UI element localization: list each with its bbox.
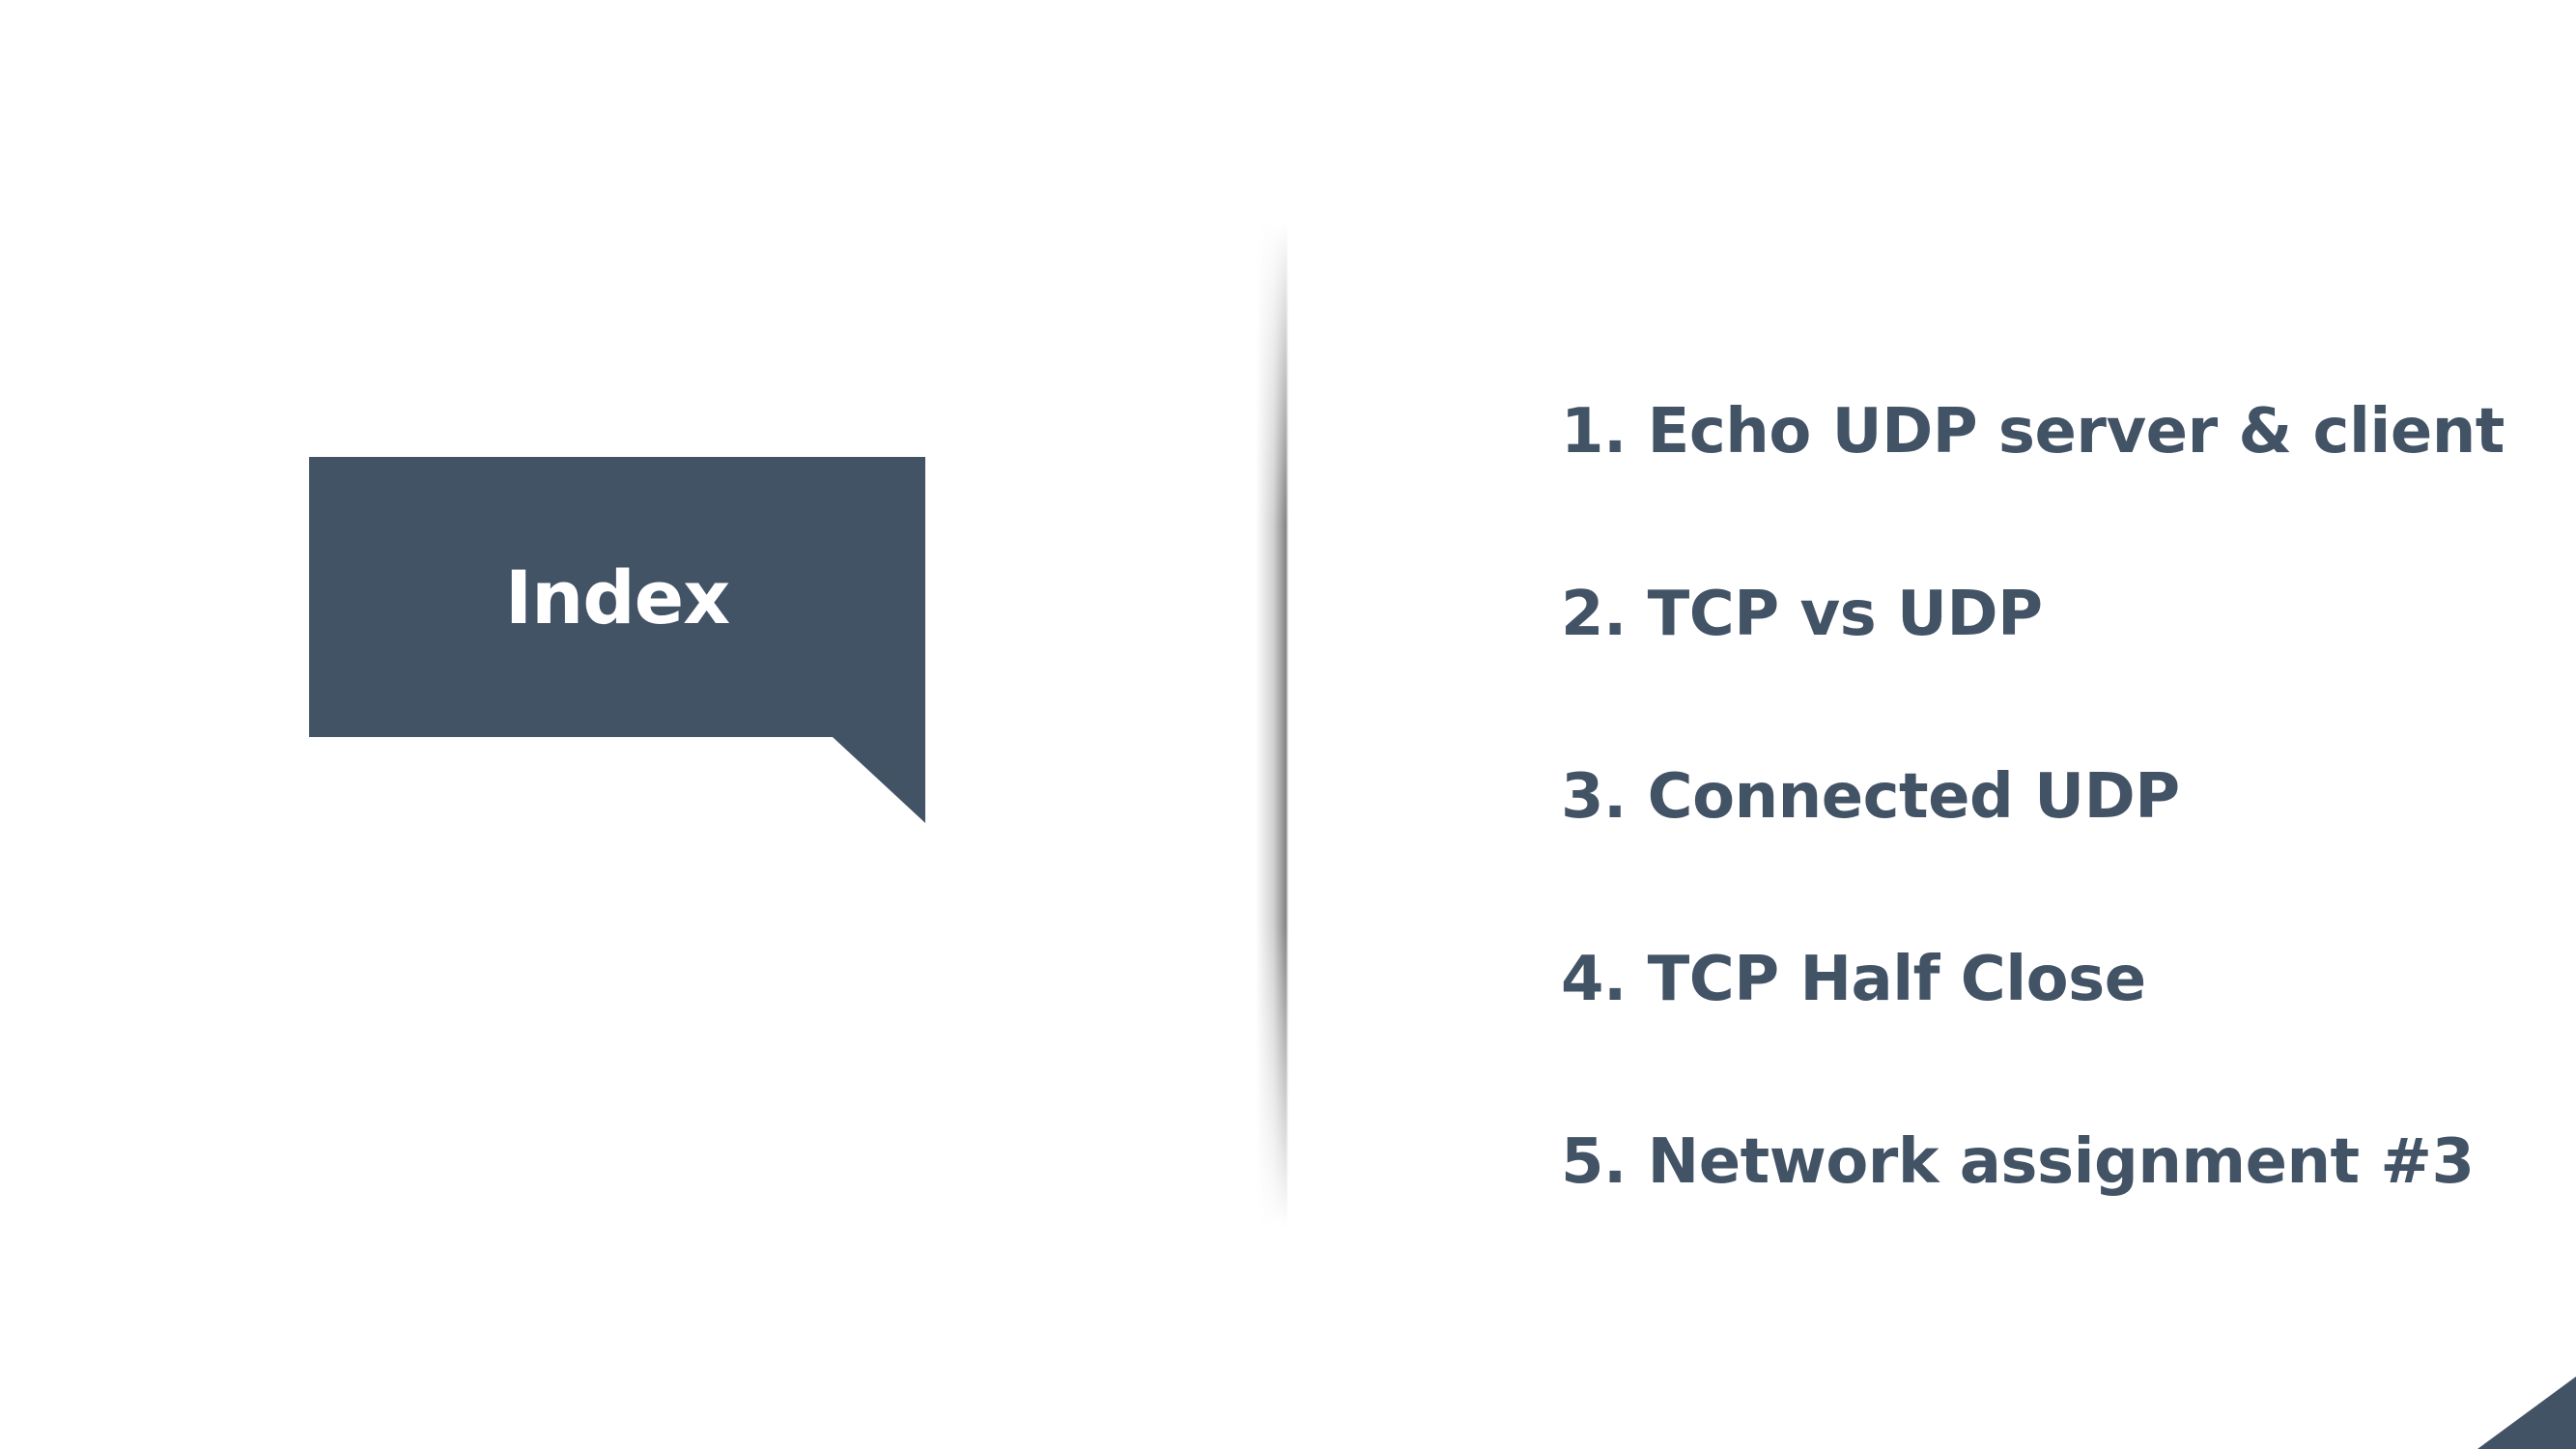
index-item-1: 1. Echo UDP server & client (1561, 396, 2505, 468)
index-item-4: 4. TCP Half Close (1561, 944, 2146, 1015)
index-item-5: 5. Network assignment #3 (1561, 1126, 2475, 1198)
index-item-3: 3. Connected UDP (1561, 761, 2180, 833)
index-title-box: Index (309, 457, 925, 737)
vertical-divider-shadow (1256, 222, 1288, 1227)
index-list: 1. Echo UDP server & client 2. TCP vs UD… (1561, 396, 2505, 1309)
index-item-2: 2. TCP vs UDP (1561, 579, 2043, 650)
index-title: Index (504, 554, 730, 640)
